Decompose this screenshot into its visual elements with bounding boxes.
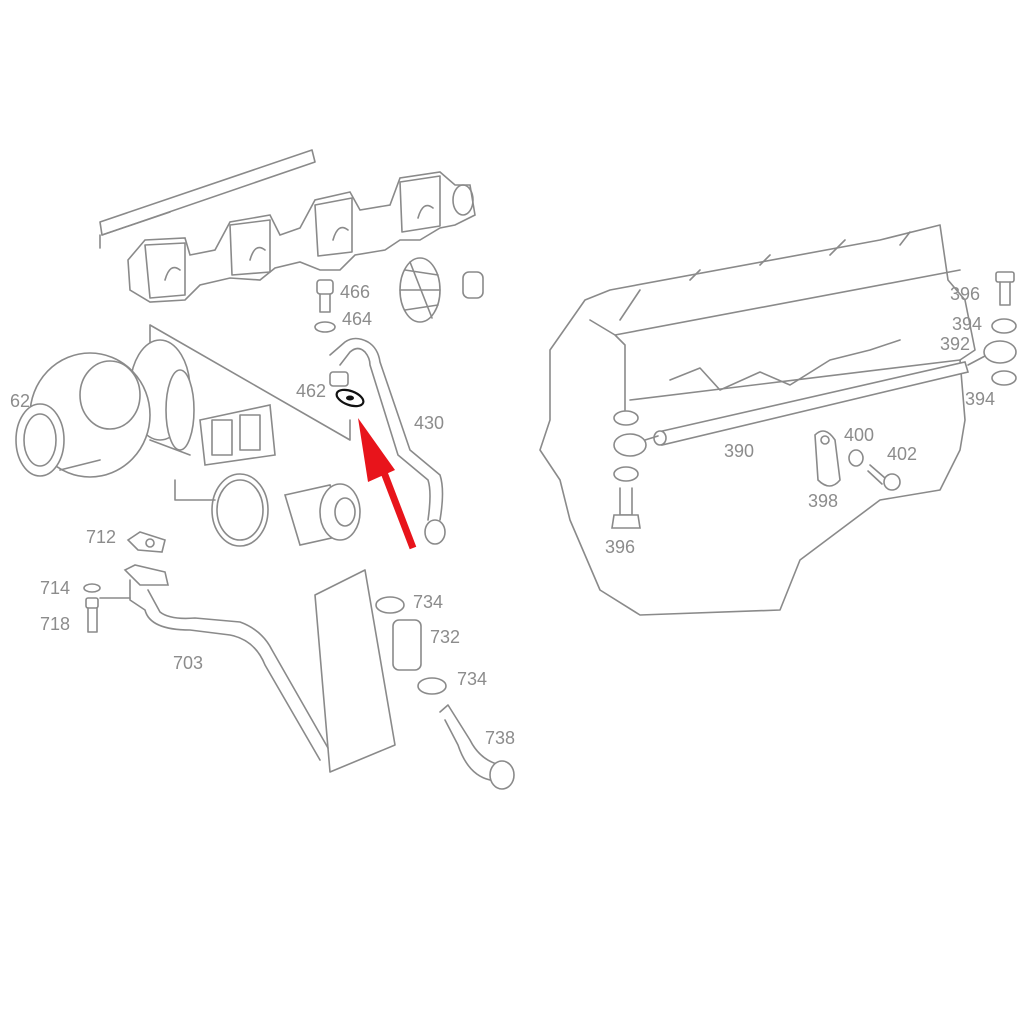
label-394-upper[interactable]: 394 bbox=[952, 314, 982, 334]
label-462[interactable]: 462 bbox=[296, 381, 326, 401]
label-390[interactable]: 390 bbox=[724, 441, 754, 461]
turbine-wheel bbox=[399, 257, 484, 323]
clamp-398 bbox=[814, 430, 901, 491]
label-734-upper[interactable]: 734 bbox=[413, 592, 443, 612]
label-464[interactable]: 464 bbox=[342, 309, 372, 329]
oil-feed-pipe-430 bbox=[329, 337, 446, 545]
engine-block bbox=[539, 224, 976, 616]
label-392[interactable]: 392 bbox=[940, 334, 970, 354]
label-396-upper[interactable]: 396 bbox=[950, 284, 980, 304]
label-398[interactable]: 398 bbox=[808, 491, 838, 511]
label-714[interactable]: 714 bbox=[40, 578, 70, 598]
label-62[interactable]: 62 bbox=[10, 391, 30, 411]
gasket-462 bbox=[335, 388, 365, 408]
exhaust-manifold bbox=[99, 149, 476, 303]
label-466[interactable]: 466 bbox=[340, 282, 370, 302]
rail-390-and-fittings bbox=[611, 271, 1017, 529]
turbocharger bbox=[15, 324, 361, 547]
label-718[interactable]: 718 bbox=[40, 614, 70, 634]
label-738[interactable]: 738 bbox=[485, 728, 515, 748]
label-394-lower[interactable]: 394 bbox=[965, 389, 995, 409]
label-396-lower[interactable]: 396 bbox=[605, 537, 635, 557]
label-402[interactable]: 402 bbox=[887, 444, 917, 464]
label-703[interactable]: 703 bbox=[173, 653, 203, 673]
label-712[interactable]: 712 bbox=[86, 527, 116, 547]
oil-return-pipe-assembly bbox=[83, 531, 396, 773]
label-732[interactable]: 732 bbox=[430, 627, 460, 647]
highlight-arrow bbox=[358, 418, 417, 550]
label-734-lower[interactable]: 734 bbox=[457, 669, 487, 689]
bolt-466 bbox=[314, 279, 336, 333]
label-430[interactable]: 430 bbox=[414, 413, 444, 433]
label-400[interactable]: 400 bbox=[844, 425, 874, 445]
hose-assembly bbox=[375, 596, 515, 790]
